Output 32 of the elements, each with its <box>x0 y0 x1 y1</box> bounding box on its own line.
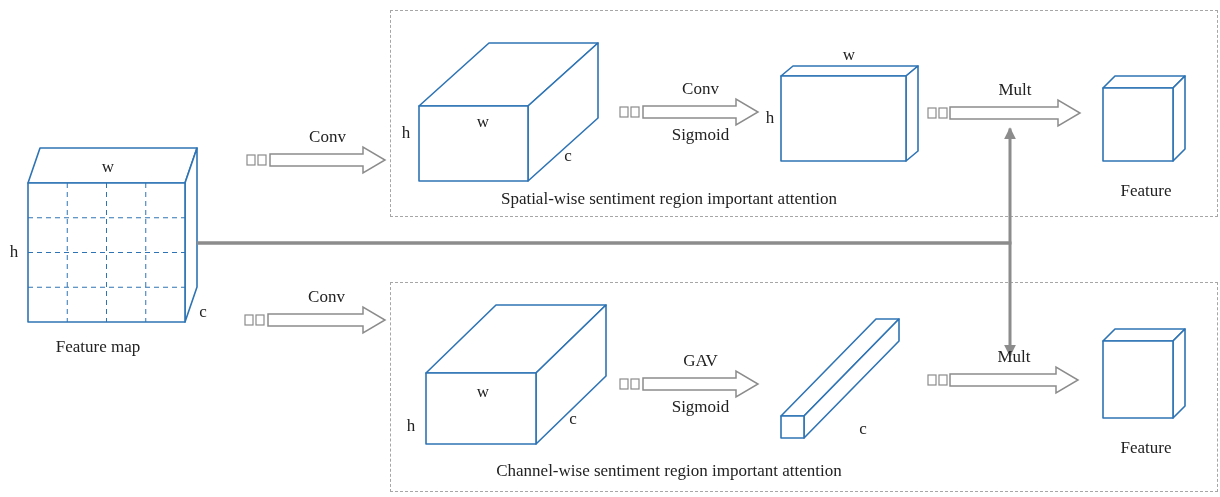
dimension-label: h <box>765 108 775 128</box>
dimension-label: h <box>401 123 411 143</box>
dashed-panel <box>390 10 1218 217</box>
panel-title: Channel-wise sentiment region important attention <box>496 461 842 481</box>
node-label: Feature <box>1120 438 1172 458</box>
dimension-label: c <box>859 419 867 439</box>
dimension-label: h <box>406 416 416 436</box>
edge-label: Mult <box>996 346 1032 368</box>
block-arrow <box>619 97 760 127</box>
block-arrow <box>619 369 760 399</box>
dimension-label: w <box>476 112 490 132</box>
dimension-label: w <box>101 157 115 177</box>
edge-label: Conv <box>307 286 346 308</box>
dimension-label: c <box>564 146 572 166</box>
block-arrow <box>246 145 387 175</box>
edge-label: GAV Sigmoid <box>670 350 731 418</box>
dimension-label: w <box>476 382 490 402</box>
edge-label: Conv Sigmoid <box>670 78 731 146</box>
edge-label: Conv <box>308 126 347 148</box>
dashed-panel <box>390 282 1218 492</box>
dimension-label: c <box>199 302 207 322</box>
dimension-label: w <box>842 45 856 65</box>
block-arrow <box>927 98 1082 128</box>
node-label: Feature <box>1120 181 1172 201</box>
panel-title: Spatial-wise sentiment region important attention <box>500 189 838 209</box>
block-arrow <box>927 365 1080 395</box>
block-arrow <box>244 305 387 335</box>
dimension-label: c <box>569 409 577 429</box>
node-label: Feature map <box>55 337 141 357</box>
edge-label: Mult <box>997 79 1033 101</box>
dimension-label: h <box>9 242 19 262</box>
connector-arrow <box>197 241 1016 357</box>
